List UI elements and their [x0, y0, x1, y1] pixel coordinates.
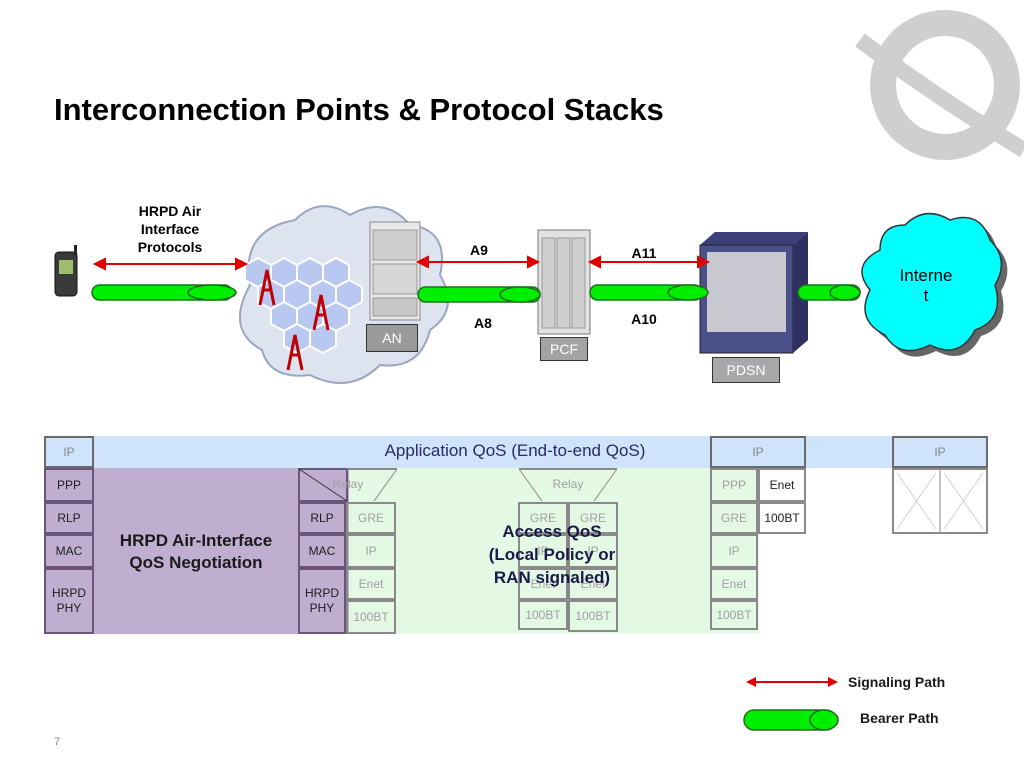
pdsn-ip-inner-cell: IP	[710, 534, 758, 568]
an-relay-diagonal	[298, 468, 398, 502]
an-mac-cell: MAC	[298, 534, 346, 568]
mobile-hrpd-phy-cell: HRPD PHY	[44, 568, 94, 634]
pdsn-equipment	[699, 232, 808, 354]
an-relay-label: Relay	[332, 477, 364, 491]
app-qos-band	[46, 436, 988, 468]
network-diagram	[54, 205, 1008, 384]
app-qos-label: Application QoS (End-to-end QoS)	[384, 441, 646, 460]
an-equipment	[369, 221, 421, 321]
pdsn-100bt-cell: 100BT	[710, 600, 758, 630]
pcf-left-enet-cell: Enet	[518, 568, 568, 600]
pcf-right-gre-cell: GRE	[568, 502, 618, 534]
pdsn-gre-cell: GRE	[710, 502, 758, 534]
page-number: 7	[54, 736, 61, 748]
a9-label: A9	[470, 242, 488, 258]
pdsn-ip-cell: IP	[710, 436, 806, 468]
pdsn-ppp-cell: PPP	[710, 468, 758, 502]
mobile-phone	[54, 245, 78, 297]
pcf-left-100bt-cell: 100BT	[518, 600, 568, 630]
pcf-left-ip-cell: IP	[518, 534, 568, 568]
pdsn-right-enet-cell: Enet	[758, 468, 806, 502]
mobile-rlp-cell: RLP	[44, 502, 94, 534]
mobile-mac-cell: MAC	[44, 534, 94, 568]
hrpd-negotiation-label: HRPD Air-Interface QoS Negotiation	[119, 531, 273, 572]
air-interface-label: HRPD Air Interface Protocols	[137, 203, 203, 255]
access-qos-label: Access QoS (Local Policy or RAN signaled…	[488, 522, 616, 587]
an-ip-cell: IP	[346, 534, 396, 568]
pdsn-right-100bt-cell: 100BT	[758, 502, 806, 534]
pcf-label: PCF	[540, 337, 588, 361]
bearer-legend-pipe	[743, 709, 839, 731]
pcf-right-ip-cell: IP	[568, 534, 618, 568]
an-gre-cell: GRE	[346, 502, 396, 534]
a11-label: A11	[631, 245, 657, 261]
an-label: AN	[366, 324, 418, 352]
cell-towers	[258, 269, 330, 371]
an-rlp-cell: RLP	[298, 502, 346, 534]
internet-label: Interne t	[899, 266, 953, 305]
pcf-relay-label: Relay	[552, 477, 584, 491]
mobile-ip-cell: IP	[44, 436, 94, 468]
bearer-pipes	[91, 284, 861, 303]
pcf-equipment	[537, 229, 591, 335]
pdsn-label: PDSN	[712, 357, 780, 383]
bearer-legend-label: Bearer Path	[860, 710, 939, 726]
a10-label: A10	[631, 311, 657, 327]
a8-label: A8	[474, 315, 492, 331]
an-hrpd-phy-cell: HRPD PHY	[298, 568, 346, 634]
pcf-right-enet-cell: Enet	[568, 568, 618, 600]
an-enet-cell: Enet	[346, 568, 396, 600]
host-ip-cell: IP	[892, 436, 988, 468]
pcf-relay-diagonal	[518, 468, 618, 502]
access-qos-region	[349, 468, 759, 634]
signaling-legend-label: Signaling Path	[848, 674, 946, 690]
page-title: Interconnection Points & Protocol Stacks	[54, 92, 664, 127]
pdsn-enet-cell: Enet	[710, 568, 758, 600]
pcf-right-100bt-cell: 100BT	[568, 600, 618, 632]
signaling-arrows	[92, 255, 711, 271]
an-100bt-cell: 100BT	[346, 600, 396, 634]
pcf-left-gre-cell: GRE	[518, 502, 568, 534]
cell-hexagons	[244, 256, 363, 355]
mobile-ppp-cell: PPP	[44, 468, 94, 502]
host-empty-cells	[892, 468, 988, 534]
company-logo	[855, 10, 1024, 160]
signaling-legend-arrow	[746, 677, 838, 687]
